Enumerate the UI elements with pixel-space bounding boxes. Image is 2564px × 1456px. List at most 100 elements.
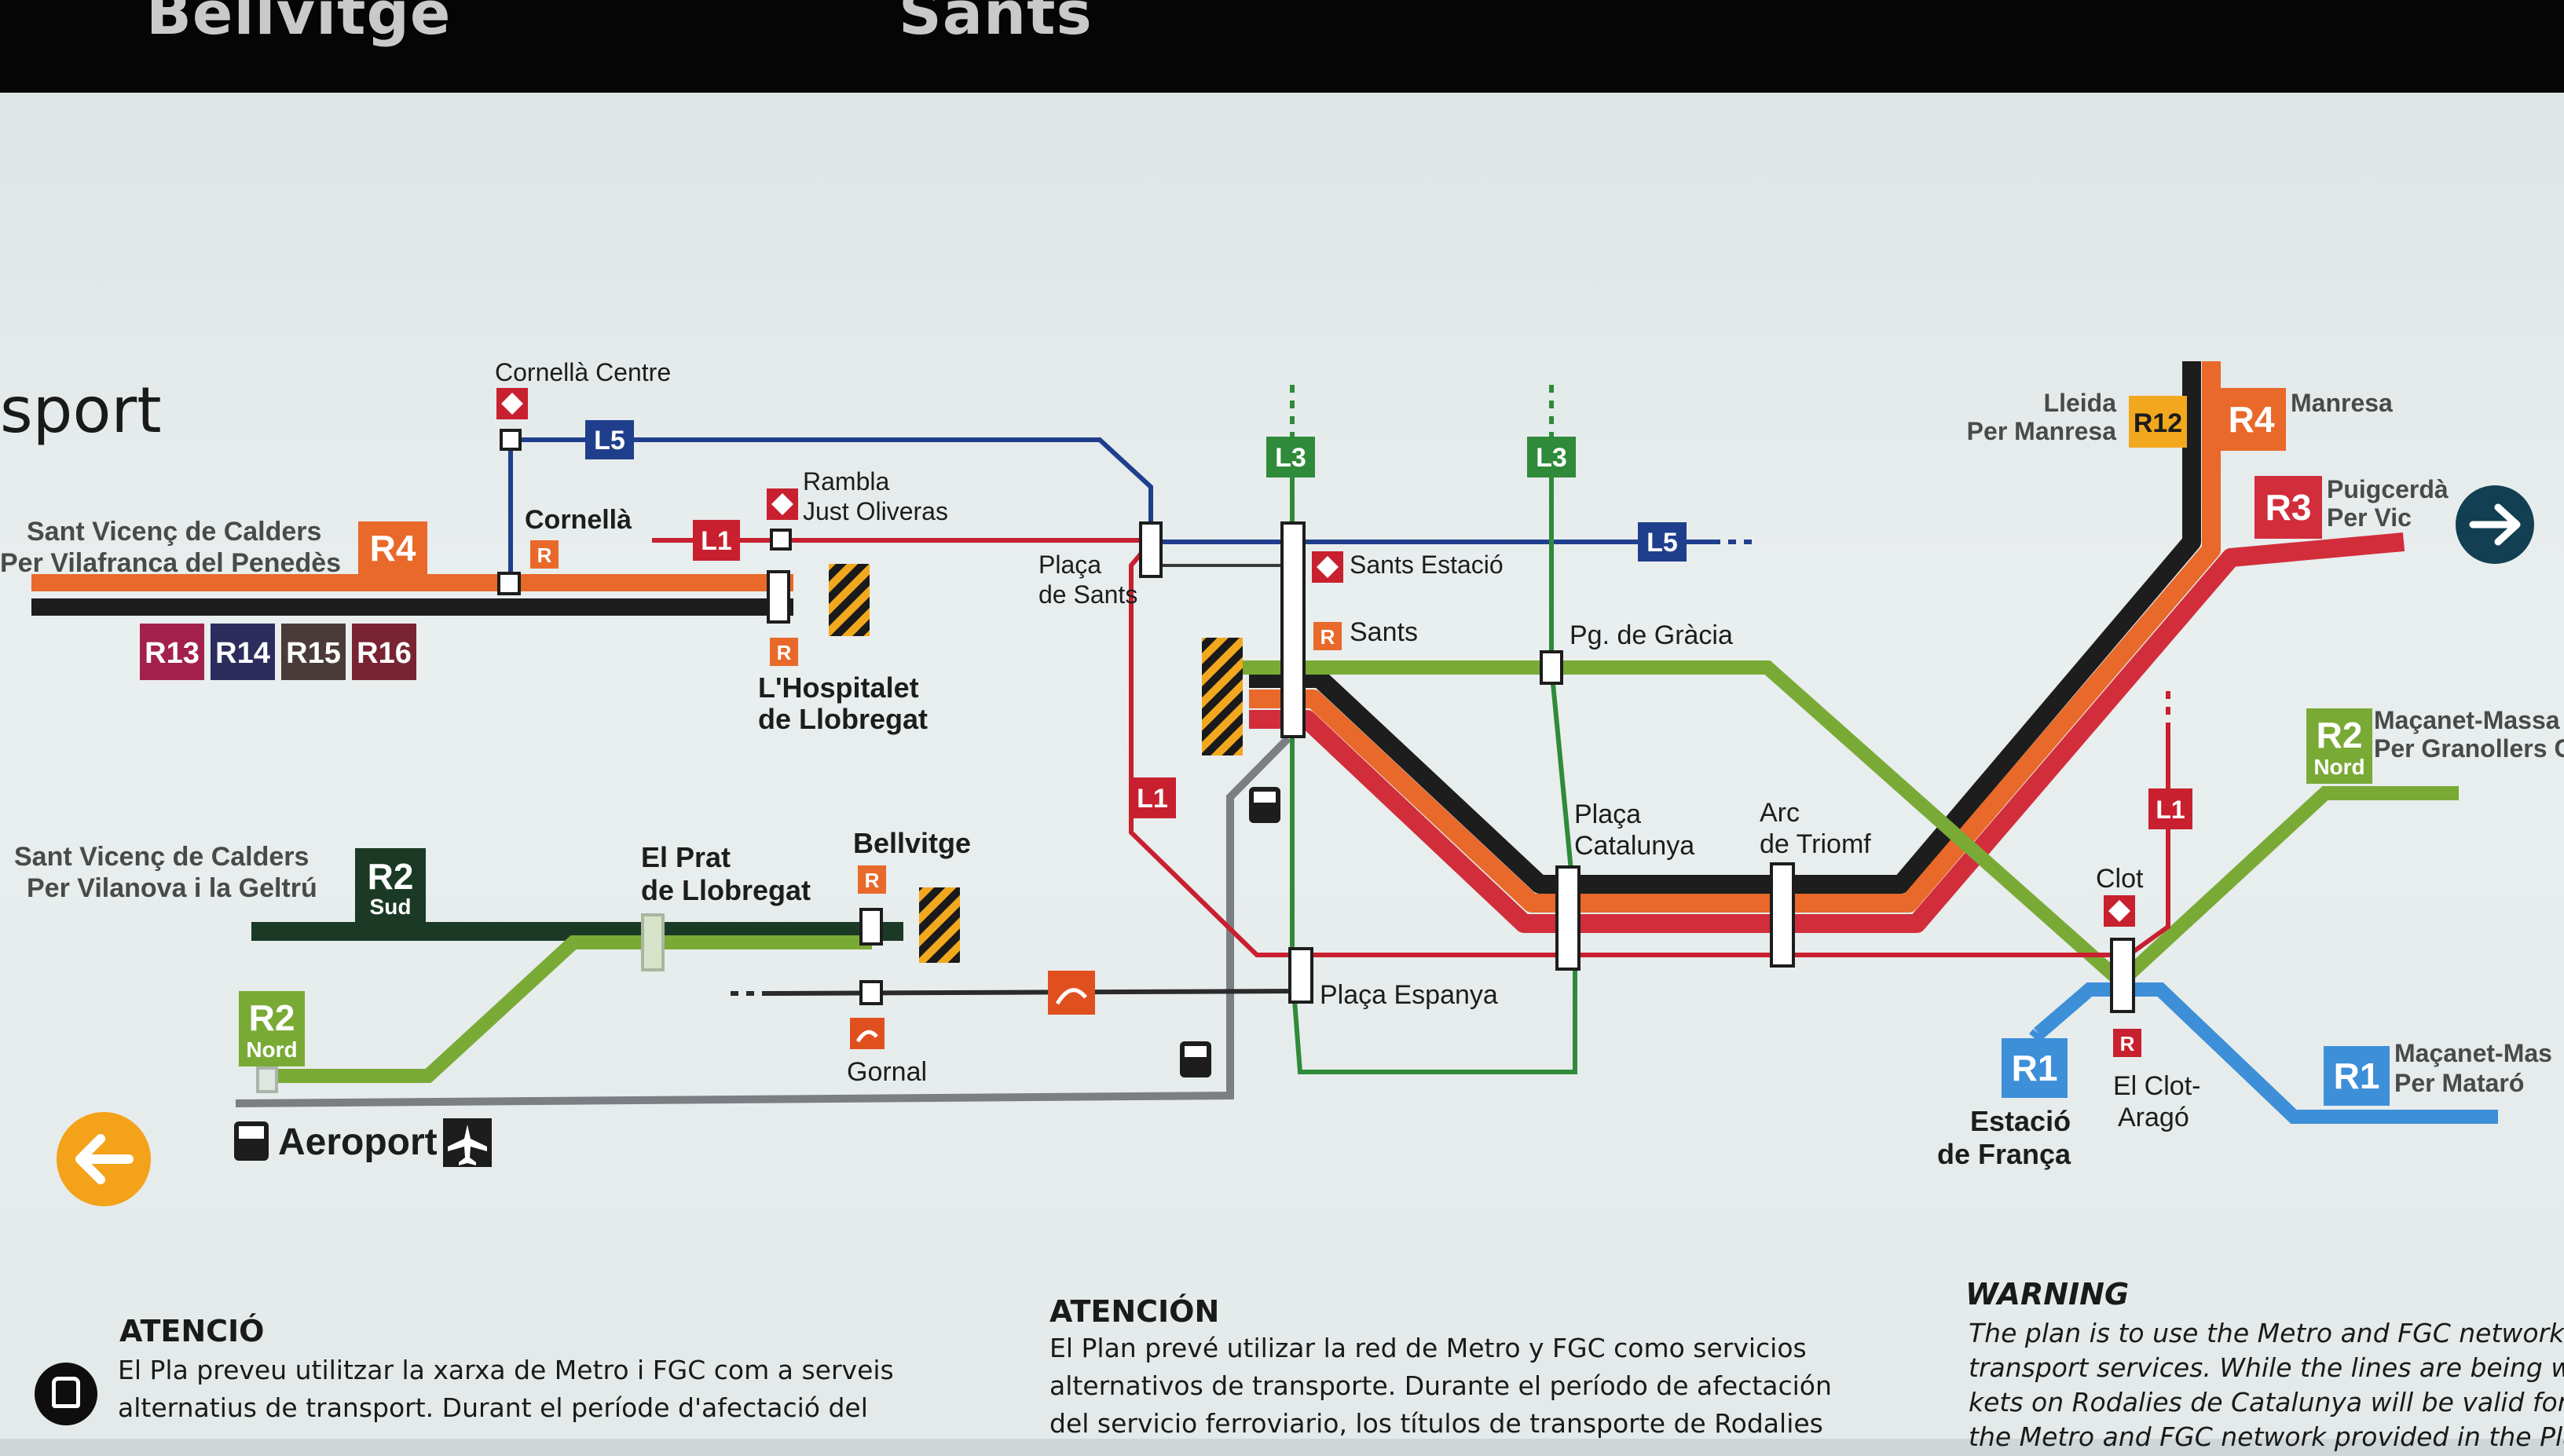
badge-l5-east-text: L5 bbox=[1646, 528, 1678, 558]
notice-english-line4: the Metro and FGC network provided in th… bbox=[1969, 1421, 2564, 1452]
stop-gornal bbox=[859, 980, 883, 1005]
badge-l3-east-text: L3 bbox=[1536, 443, 1567, 473]
badge-l5-east: L5 bbox=[1638, 522, 1687, 562]
label-clot: Clot bbox=[2096, 864, 2144, 894]
dest-macanet-r1-1: Maçanet-Mas bbox=[2394, 1039, 2552, 1067]
stop-placa-sants bbox=[1139, 521, 1163, 578]
badge-r4-west-text: R4 bbox=[370, 528, 416, 569]
badge-l1-south: L1 bbox=[1129, 777, 1176, 818]
stop-placa-catalunya bbox=[1555, 865, 1581, 971]
badge-r4-east-text: R4 bbox=[2229, 399, 2275, 440]
badge-l5-west-text: L5 bbox=[594, 426, 625, 455]
renfe-r-el-clot: R bbox=[2120, 1032, 2135, 1055]
stop-placa-espanya bbox=[1288, 947, 1313, 1004]
notice-catalan-line1: El Pla preveu utilitzar la xarxa de Metr… bbox=[118, 1355, 894, 1385]
dest-puigcerda-1: Puigcerdà bbox=[2327, 475, 2449, 503]
label-cornella-centre: Cornellà Centre bbox=[495, 358, 671, 386]
badge-r2-sud-sub: Sud bbox=[370, 894, 412, 919]
badge-r13-text: R13 bbox=[145, 637, 200, 670]
badge-l3-west: L3 bbox=[1266, 437, 1315, 477]
notice-spanish-line3: del servicio ferroviario, los títulos de… bbox=[1049, 1408, 1823, 1439]
label-cornella: Cornellà bbox=[525, 505, 632, 535]
label-aeroport: Aeroport bbox=[278, 1121, 438, 1163]
badge-r2-nord-west-sub: Nord bbox=[246, 1037, 297, 1062]
label-bellvitge: Bellvitge bbox=[853, 827, 971, 859]
badge-r2-nord-east-text: R2 bbox=[2317, 715, 2363, 755]
label-el-clot-1: El Clot- bbox=[2113, 1071, 2200, 1101]
badge-r13: R13 bbox=[140, 624, 204, 680]
l1-main-line bbox=[1129, 540, 2170, 957]
badge-l1-east: L1 bbox=[2148, 788, 2192, 829]
fgc-icon-line bbox=[1048, 971, 1095, 1015]
badge-r2-sud-text: R2 bbox=[368, 856, 414, 897]
badge-r15: R15 bbox=[281, 624, 346, 680]
label-placa-sants-1: Plaça bbox=[1038, 551, 1101, 579]
label-rambla-2: Just Oliveras bbox=[803, 497, 948, 525]
stop-bellvitge bbox=[859, 908, 883, 946]
notice-english-line1: The plan is to use the Metro and FGC net… bbox=[1969, 1318, 2564, 1348]
dest-macanet-r2-1: Maçanet-Massa bbox=[2374, 706, 2560, 734]
notice-catalan-line2: alternatius de transport. Durant el perí… bbox=[118, 1392, 868, 1423]
dest-lleida-1: Lleida bbox=[2044, 389, 2117, 417]
station-markers bbox=[256, 429, 2135, 1093]
badge-r12-text: R12 bbox=[2134, 408, 2182, 438]
badge-r1-west: R1 bbox=[2002, 1038, 2068, 1098]
badge-l1-west: L1 bbox=[693, 520, 740, 561]
notice-english-title: WARNING bbox=[1965, 1277, 2130, 1311]
l5-line bbox=[511, 437, 1712, 544]
rail-network-map: L5 L5 L1 L1 L1 L3 L3 R4 bbox=[0, 358, 2564, 1170]
badge-r3: R3 bbox=[2254, 476, 2322, 539]
badge-r2-nord-east: R2 Nord bbox=[2306, 708, 2372, 784]
badge-r14: R14 bbox=[211, 624, 275, 680]
stop-arc-triomf bbox=[1770, 862, 1795, 968]
badge-r4-east: R4 bbox=[2217, 388, 2286, 451]
aeroport-bus-line bbox=[235, 735, 1291, 1107]
fgc-line bbox=[769, 989, 1305, 996]
dest-sant-vicenc-r2-2: Per Vilanova i la Geltrú bbox=[27, 873, 317, 903]
label-placa-sants-2: de Sants bbox=[1038, 580, 1137, 609]
label-el-prat-1: El Prat bbox=[641, 841, 731, 873]
plane-icon bbox=[443, 1118, 492, 1167]
works-hatch-bellvitge bbox=[919, 887, 960, 963]
top-label-sants: Sants bbox=[899, 0, 1093, 48]
label-sants-estacio: Sants Estació bbox=[1350, 551, 1504, 579]
label-placa-catalunya-2: Catalunya bbox=[1574, 831, 1694, 861]
label-sants: Sants bbox=[1350, 617, 1418, 647]
badge-l1-south-text: L1 bbox=[1137, 784, 1168, 814]
badge-r3-text: R3 bbox=[2265, 487, 2312, 528]
badge-l3-west-text: L3 bbox=[1275, 443, 1306, 473]
badge-r2-nord-west-text: R2 bbox=[249, 997, 295, 1038]
renfe-r-bellvitge: R bbox=[865, 869, 880, 892]
label-placa-espanya: Plaça Espanya bbox=[1320, 980, 1498, 1010]
board-title-fragment: sport bbox=[0, 374, 162, 447]
dest-manresa: Manresa bbox=[2291, 389, 2393, 417]
badge-l1-west-text: L1 bbox=[701, 526, 732, 556]
label-arc-triomf-1: Arc bbox=[1760, 798, 1800, 828]
label-estacio-franca-2: de França bbox=[1937, 1138, 2071, 1170]
badge-r16: R16 bbox=[352, 624, 416, 680]
notice-spanish-title: ATENCIÓN bbox=[1049, 1294, 1220, 1329]
label-hospitalet-1: L'Hospitalet bbox=[758, 671, 919, 704]
badge-r1-east: R1 bbox=[2324, 1046, 2390, 1106]
r1-west-stub bbox=[2029, 1029, 2044, 1043]
label-rambla-1: Rambla bbox=[803, 467, 889, 496]
r2-nord-line bbox=[259, 935, 872, 1083]
stop-cornella bbox=[497, 572, 521, 595]
badge-r1-west-text: R1 bbox=[2012, 1048, 2058, 1088]
works-hatch-sants bbox=[1202, 638, 1243, 755]
badge-r2-nord-east-sub: Nord bbox=[2313, 755, 2364, 779]
stop-clot bbox=[2110, 938, 2135, 1013]
label-pg-gracia: Pg. de Gràcia bbox=[1570, 620, 1733, 650]
stop-rambla-just-oliveras bbox=[770, 529, 792, 551]
metro-train-icon bbox=[35, 1363, 97, 1425]
dest-sant-vicenc-r2-1: Sant Vicenç de Calders bbox=[14, 842, 309, 872]
stop-hospitalet bbox=[767, 570, 790, 624]
stop-pg-gracia bbox=[1540, 650, 1563, 685]
top-label-bellvitge: Bellvitge bbox=[146, 0, 452, 48]
label-hospitalet-2: de Llobregat bbox=[758, 703, 928, 735]
dest-sant-vicenc-r4-2: Per Vilafranca del Penedès bbox=[0, 548, 341, 578]
dest-sant-vicenc-r4-1: Sant Vicenç de Calders bbox=[27, 517, 321, 547]
dest-lleida-2: Per Manresa bbox=[1967, 417, 2117, 445]
label-placa-catalunya-1: Plaça bbox=[1574, 799, 1641, 829]
notice-english-line2: transport services. While the lines are … bbox=[1969, 1352, 2564, 1383]
